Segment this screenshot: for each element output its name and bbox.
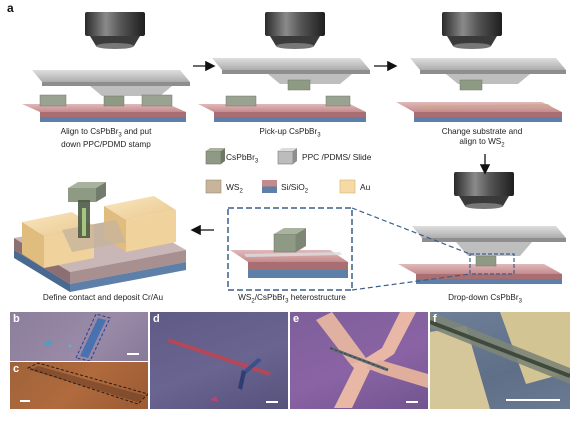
micrograph-d: d bbox=[150, 312, 288, 409]
micrograph-b-image bbox=[44, 313, 111, 361]
micrograph-b: b bbox=[10, 312, 148, 361]
micrograph-e-image bbox=[316, 312, 428, 408]
caption-step4: Drop-down CsPbBr3 bbox=[448, 293, 522, 305]
micrograph-letter-e: e bbox=[293, 313, 300, 325]
legend-label-ppc: PPC /PDMS/ Slide bbox=[302, 152, 372, 162]
process-schematic bbox=[14, 12, 566, 292]
caption-step3: Change substrate and align to WS2 bbox=[441, 127, 523, 149]
objective-lens-2 bbox=[265, 12, 325, 49]
micrograph-f-image bbox=[430, 312, 570, 409]
micrograph-c-image bbox=[26, 362, 148, 405]
scale-bar-c bbox=[20, 400, 30, 402]
micrograph-d-image bbox=[167, 338, 271, 402]
legend-swatch-ppc bbox=[277, 148, 297, 165]
step6-illustration bbox=[14, 182, 186, 292]
legend-label-ws2: WS2 bbox=[226, 182, 243, 195]
scale-bar-f bbox=[506, 399, 560, 401]
micrograph-letter-c: c bbox=[13, 363, 20, 375]
micrograph-f: f bbox=[430, 312, 570, 409]
caption-step5: WS2/CsPbBr3 heterostructure bbox=[238, 293, 346, 305]
panel-letter-a: a bbox=[7, 1, 14, 15]
micrograph-e: e bbox=[290, 312, 428, 409]
step5-illustration bbox=[227, 207, 471, 291]
micrograph-c: c bbox=[10, 362, 148, 409]
scale-bar-e bbox=[406, 401, 418, 403]
legend-label-si: Si/SiO2 bbox=[281, 182, 309, 195]
legend-swatch-ws2 bbox=[205, 179, 222, 194]
caption-step1: Align to CsPbBr3 and put down PPC/PDMD s… bbox=[60, 127, 152, 150]
scale-bar-d bbox=[266, 401, 278, 403]
caption-step6: Define contact and deposit Cr/Au bbox=[42, 293, 164, 302]
micrograph-letter-b: b bbox=[13, 313, 20, 325]
step1-illustration bbox=[22, 70, 190, 122]
step3-illustration bbox=[396, 58, 566, 122]
step2-illustration bbox=[198, 58, 370, 122]
step4-illustration bbox=[398, 226, 566, 284]
objective-lens-3 bbox=[442, 12, 502, 49]
micrograph-letter-f: f bbox=[433, 313, 437, 325]
caption-step2: Pick-up CsPbBr3 bbox=[259, 127, 321, 139]
legend-label-cspbbr3: CsPbBr3 bbox=[226, 152, 259, 165]
legend-swatch-au bbox=[339, 179, 356, 194]
legend-swatch-si bbox=[262, 180, 277, 193]
scale-bar-b bbox=[127, 353, 139, 355]
legend-swatch-cspbbr3 bbox=[205, 148, 225, 165]
legend-label-au: Au bbox=[360, 182, 371, 192]
micrograph-letter-d: d bbox=[153, 313, 160, 325]
objective-lens-4 bbox=[454, 172, 514, 209]
objective-lens-1 bbox=[85, 12, 145, 49]
